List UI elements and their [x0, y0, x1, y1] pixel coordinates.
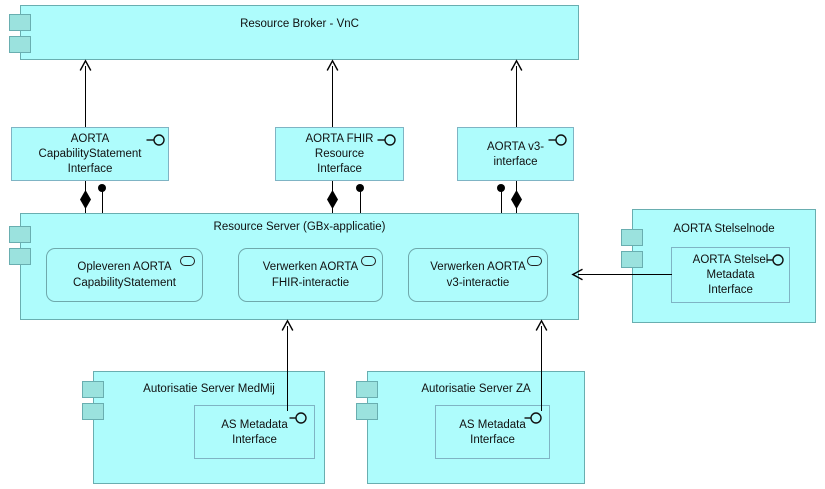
interface-label: AS Metadata Interface — [221, 419, 288, 446]
component-title: Autorisatie Server MedMij — [143, 383, 275, 395]
arrowhead-up-as-medmij — [281, 319, 294, 331]
interface-label: AORTA Stelsel Metadata Interface — [692, 253, 769, 296]
connector-stelsel-md-to-server — [578, 274, 672, 276]
process-label: Verwerken AORTA FHIR-interactie — [262, 261, 359, 289]
arrowhead-up-v3 — [510, 59, 523, 71]
component-tab-lower — [621, 251, 643, 268]
arrowhead-up-as-za — [535, 319, 548, 331]
interface-aorta-v3[interactable]: AORTA v3- interface — [457, 127, 574, 181]
connector-capability-to-broker — [85, 66, 87, 128]
process-opleveren-aorta-capabilitystatement[interactable]: Opleveren AORTA CapabilityStatement — [46, 248, 203, 302]
process-verwerken-aorta-fhir-interactie[interactable]: Verwerken AORTA FHIR-interactie — [238, 248, 383, 302]
connector-as-medmij-to-server — [287, 326, 289, 411]
process-label: Opleveren AORTA CapabilityStatement — [73, 261, 176, 289]
connector-as-za-to-server — [541, 326, 543, 411]
interface-aorta-stelsel-metadata[interactable]: AORTA Stelsel Metadata Interface — [671, 247, 790, 303]
component-tab-lower — [356, 403, 378, 420]
composition-diamond-capability — [80, 190, 91, 209]
process-icon — [180, 256, 195, 266]
arrowhead-left-stelsel — [571, 268, 583, 281]
component-title: AORTA Stelselnode — [673, 223, 775, 235]
interface-label: AORTA CapabilityStatement Interface — [38, 132, 142, 175]
process-icon — [361, 256, 376, 266]
interface-as-metadata-medmij[interactable]: AS Metadata Interface — [194, 405, 315, 459]
interface-as-metadata-za[interactable]: AS Metadata Interface — [435, 405, 550, 459]
interface-aorta-fhir-resource[interactable]: AORTA FHIR Resource Interface — [275, 127, 404, 181]
interface-label: AS Metadata Interface — [459, 419, 526, 446]
connector-v3-to-broker — [516, 66, 518, 128]
process-label: Verwerken AORTA v3-interactie — [430, 261, 526, 289]
process-icon — [527, 256, 542, 266]
interface-label: AORTA FHIR Resource Interface — [305, 132, 374, 175]
interface-aorta-capabilitystatement[interactable]: AORTA CapabilityStatement Interface — [11, 127, 169, 181]
component-tab-upper — [356, 381, 378, 398]
component-tab-upper — [82, 381, 104, 398]
arrowhead-up-capability — [79, 59, 92, 71]
component-tab-lower — [82, 403, 104, 420]
component-title: Autorisatie Server ZA — [421, 383, 531, 395]
component-title: Resource Server (GBx-applicatie) — [213, 221, 386, 233]
component-resource-broker[interactable]: Resource Broker - VnC — [20, 5, 579, 60]
connector-fhir-to-broker — [332, 66, 334, 128]
component-tab-upper — [621, 229, 643, 246]
component-tab-upper — [9, 226, 31, 243]
composition-diamond-fhir — [327, 190, 338, 209]
process-verwerken-aorta-v3-interactie[interactable]: Verwerken AORTA v3-interactie — [408, 248, 548, 302]
arrowhead-up-fhir — [326, 59, 339, 71]
composition-diamond-v3 — [511, 190, 522, 209]
interface-label: AORTA v3- interface — [486, 141, 545, 168]
component-tab-lower — [9, 36, 31, 53]
component-tab-lower — [9, 248, 31, 265]
component-tab-upper — [9, 14, 31, 31]
component-title: Resource Broker - VnC — [240, 18, 359, 30]
